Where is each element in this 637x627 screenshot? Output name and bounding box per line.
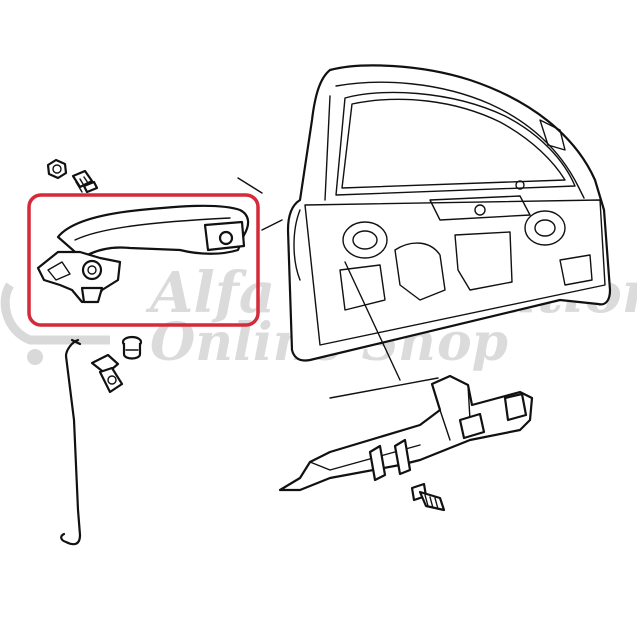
door-shell — [286, 64, 612, 362]
leader-lines — [237, 177, 283, 231]
screw — [71, 169, 99, 194]
highlight-box — [27, 193, 260, 327]
nut — [46, 158, 68, 180]
door-handle — [36, 204, 250, 304]
bolt — [410, 482, 446, 512]
clip — [90, 353, 124, 394]
window-regulator-bracket — [278, 374, 534, 492]
grommet — [121, 335, 143, 360]
bracket-leaders — [329, 261, 439, 399]
lock-rod — [60, 338, 82, 546]
